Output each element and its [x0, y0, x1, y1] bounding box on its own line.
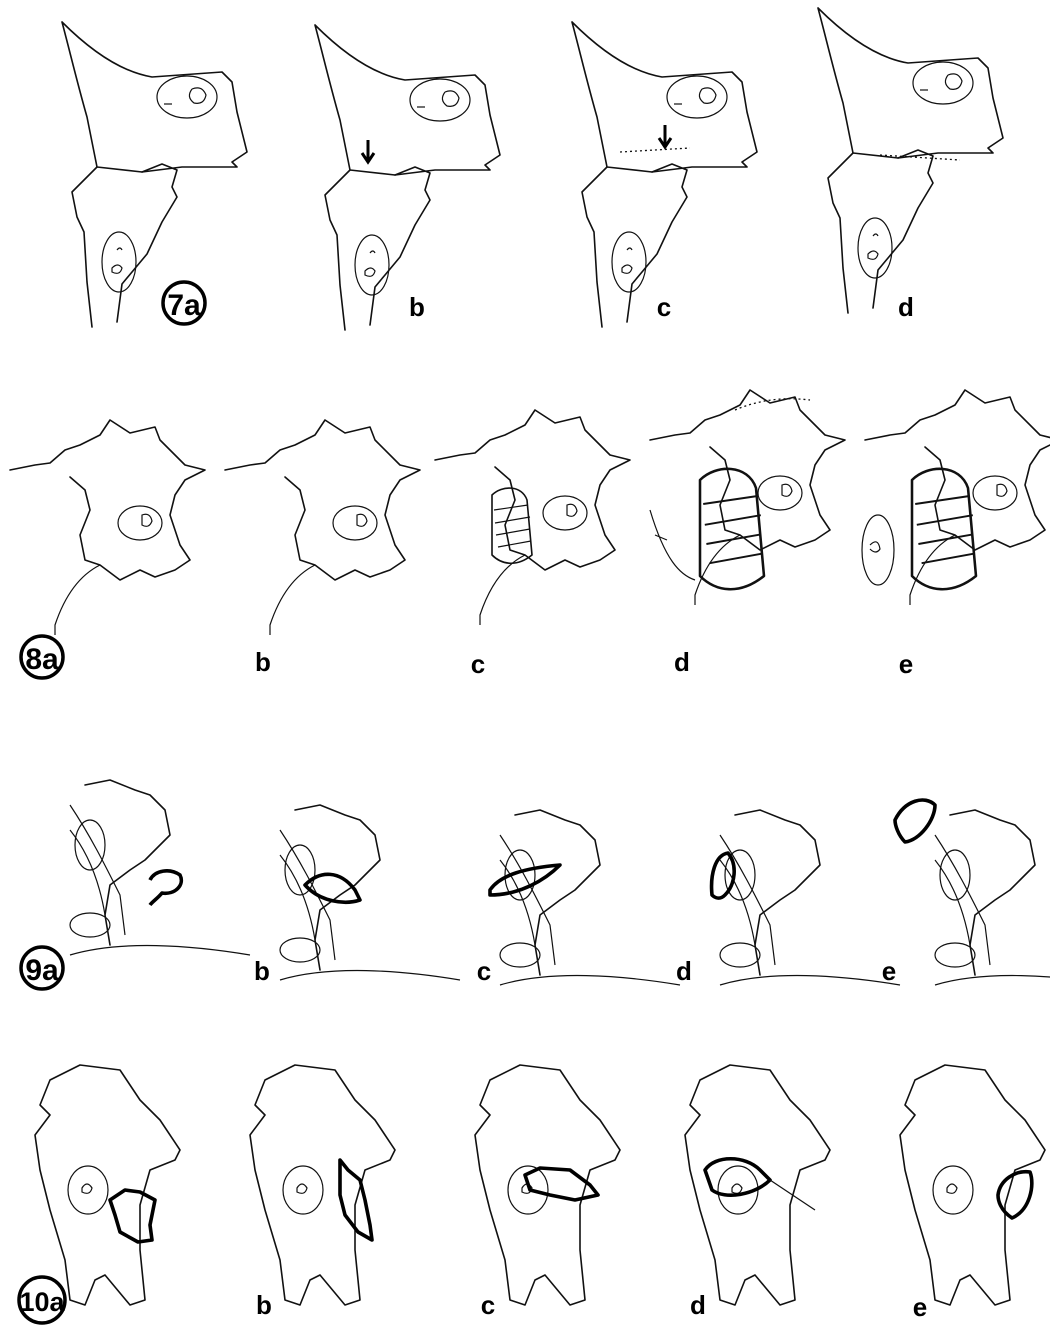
- fig9-label: 9a: [25, 954, 59, 987]
- fig9-panel-c-label: c: [477, 956, 491, 986]
- fig8-label: 8a: [25, 643, 59, 676]
- fig8-panel-b-label: b: [255, 647, 271, 677]
- fig9-panel-d-label: d: [676, 956, 692, 986]
- fig10-panel-d-drawing: [685, 1065, 830, 1305]
- fig10-panel-c-label: c: [481, 1290, 495, 1320]
- figure-9: 9a b c d e: [21, 780, 1050, 989]
- fig10-label: 10a: [19, 1287, 65, 1317]
- fig8-panel-c-label: c: [471, 649, 485, 679]
- fig9-panel-b-drawing: [280, 805, 460, 980]
- fig7-panel-d-label: d: [898, 292, 914, 322]
- fig10-panel-b-drawing: [250, 1065, 395, 1305]
- figure-7: 7a b c d: [62, 8, 1003, 330]
- fig7-panel-b-drawing: [315, 25, 500, 330]
- fig9-panel-e-drawing: [895, 800, 1050, 985]
- arrow-icon: [659, 125, 671, 147]
- fig9-panel-b-label: b: [254, 956, 270, 986]
- figure-8: 8a b c d e: [10, 390, 1050, 679]
- fig9-panel-a-drawing: [70, 780, 250, 955]
- fig8-panel-e-drawing: [862, 390, 1050, 605]
- fig8-panel-a-drawing: [10, 420, 205, 635]
- fig7-panel-a-drawing: [62, 22, 247, 327]
- fig10-panel-c-drawing: [475, 1065, 620, 1305]
- fig9-panel-d-drawing: [712, 810, 900, 985]
- fig7-panel-d-drawing: [818, 8, 1003, 313]
- fig10-panel-a-drawing: [35, 1065, 180, 1305]
- fig7-panel-c-label: c: [657, 292, 671, 322]
- figure-10: 10a b c d e: [19, 1065, 1045, 1323]
- fig8-panel-e-label: e: [899, 649, 913, 679]
- fig10-panel-e-drawing: [900, 1065, 1045, 1305]
- fig7-panel-b-label: b: [409, 292, 425, 322]
- fig8-panel-d-drawing: [650, 390, 845, 605]
- arrow-icon: [362, 140, 374, 162]
- fig8-panel-b-drawing: [225, 420, 420, 635]
- fig9-panel-c-drawing: [490, 810, 680, 985]
- fig8-panel-c-drawing: [435, 410, 630, 625]
- fig8-panel-d-label: d: [674, 647, 690, 677]
- fig9-panel-e-label: e: [882, 956, 896, 986]
- fig10-panel-d-label: d: [690, 1290, 706, 1320]
- fig7-panel-c-drawing: [572, 22, 757, 327]
- fig10-panel-e-label: e: [913, 1292, 927, 1322]
- fig10-panel-b-label: b: [256, 1290, 272, 1320]
- fig7-label: 7a: [167, 289, 201, 322]
